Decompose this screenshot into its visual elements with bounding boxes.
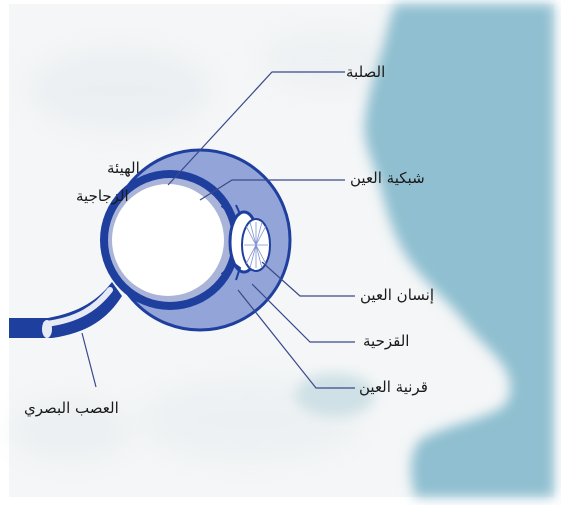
sclera-leader — [167, 71, 345, 186]
anterior-eye — [220, 203, 271, 281]
face-profile — [364, 4, 554, 497]
optic-nerve-shape — [9, 282, 122, 338]
label-cornea: قرنية العين — [359, 378, 428, 396]
cheek-shadow — [295, 373, 375, 417]
optic-nerve-leader — [81, 332, 97, 388]
label-retina: شبكية العين — [350, 169, 425, 187]
label-iris: القزحية — [363, 332, 410, 350]
label-optic-nerve: العصب البصري — [24, 399, 119, 417]
label-vitreous-line1: الهيئة — [107, 159, 140, 177]
label-pupil: إنسان العين — [360, 286, 434, 304]
optic-nerve-inner — [43, 287, 113, 327]
retina-leader — [199, 179, 345, 201]
cornea-leader — [237, 289, 355, 389]
label-vitreous-line2: الزجاجية — [76, 187, 129, 205]
optic-nerve-end — [42, 320, 52, 338]
pupil-leader — [261, 261, 355, 297]
label-sclera: الصلبة — [346, 63, 386, 81]
vitreous-shape — [112, 184, 224, 296]
iris-leader — [251, 283, 355, 343]
leader-lines — [81, 71, 355, 389]
